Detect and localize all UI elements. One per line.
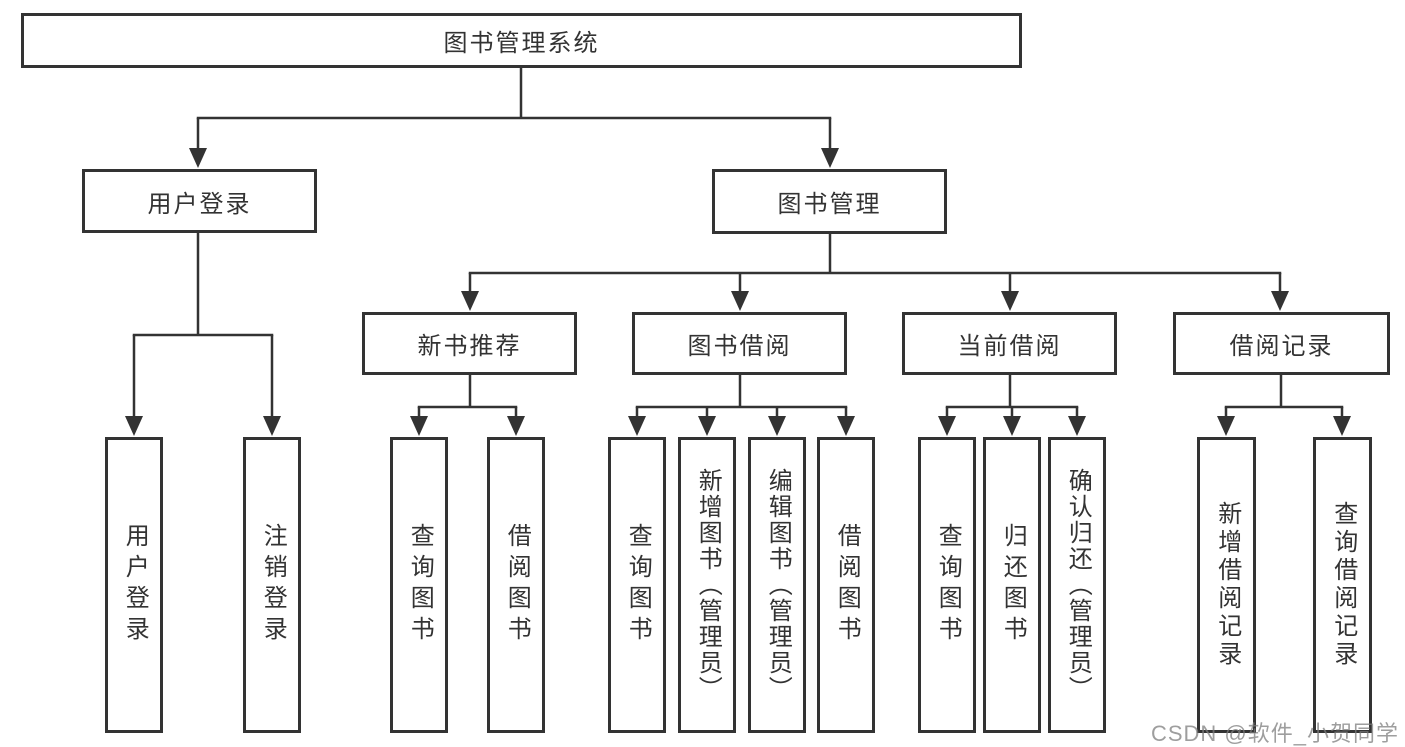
leaf-return-books: 归还图书 xyxy=(983,437,1041,733)
node-label: 图书管理系统 xyxy=(443,30,600,57)
leaf-search-borrow-record: 查询借阅记录 xyxy=(1313,437,1372,733)
csdn-watermark: CSDN @软件_小贺同学 xyxy=(1150,721,1399,746)
leaf-search-books-1: 查询图书 xyxy=(390,437,448,733)
node-label: 借阅记录 xyxy=(1229,333,1334,360)
node-label: 查询图书 xyxy=(934,523,962,647)
node-current-borrowing: 当前借阅 xyxy=(902,312,1117,375)
node-label: 图书管理 xyxy=(777,191,882,218)
leaf-confirm-return-admin: 确认归还（管理员） xyxy=(1048,437,1106,733)
node-user-login-branch: 用户登录 xyxy=(82,169,317,233)
node-new-book-recommendation: 新书推荐 xyxy=(362,312,577,375)
node-label: 借阅图书 xyxy=(503,523,531,647)
node-label: 用户登录 xyxy=(121,523,149,647)
node-label: 图书借阅 xyxy=(687,333,792,360)
leaf-add-books-admin: 新增图书（管理员） xyxy=(678,437,736,733)
node-label: 新增图书（管理员） xyxy=(694,468,722,702)
node-label: 注销登录 xyxy=(259,523,287,647)
node-label: 当前借阅 xyxy=(957,333,1062,360)
leaf-borrow-books-2: 借阅图书 xyxy=(817,437,875,733)
node-book-management-branch: 图书管理 xyxy=(712,169,947,234)
leaf-search-books-3: 查询图书 xyxy=(918,437,976,733)
leaf-edit-books-admin: 编辑图书（管理员） xyxy=(748,437,806,733)
node-label: 归还图书 xyxy=(999,523,1027,647)
leaf-borrow-books-1: 借阅图书 xyxy=(487,437,545,733)
node-book-borrowing: 图书借阅 xyxy=(632,312,847,375)
node-label: 查询图书 xyxy=(406,523,434,647)
node-label: 查询图书 xyxy=(624,523,652,647)
leaf-logout: 注销登录 xyxy=(243,437,301,733)
node-borrowing-records: 借阅记录 xyxy=(1173,312,1390,375)
node-label: 新书推荐 xyxy=(417,333,522,360)
node-label: 新增借阅记录 xyxy=(1213,501,1241,669)
leaf-user-login: 用户登录 xyxy=(105,437,163,733)
node-label: 借阅图书 xyxy=(833,523,861,647)
leaf-add-borrow-record: 新增借阅记录 xyxy=(1197,437,1256,733)
node-library-management-system: 图书管理系统 xyxy=(21,13,1022,68)
node-label: 用户登录 xyxy=(147,190,252,218)
node-label: 查询借阅记录 xyxy=(1329,501,1357,669)
node-label: 编辑图书（管理员） xyxy=(764,468,792,702)
node-label: 确认归还（管理员） xyxy=(1064,468,1092,702)
leaf-search-books-2: 查询图书 xyxy=(608,437,666,733)
